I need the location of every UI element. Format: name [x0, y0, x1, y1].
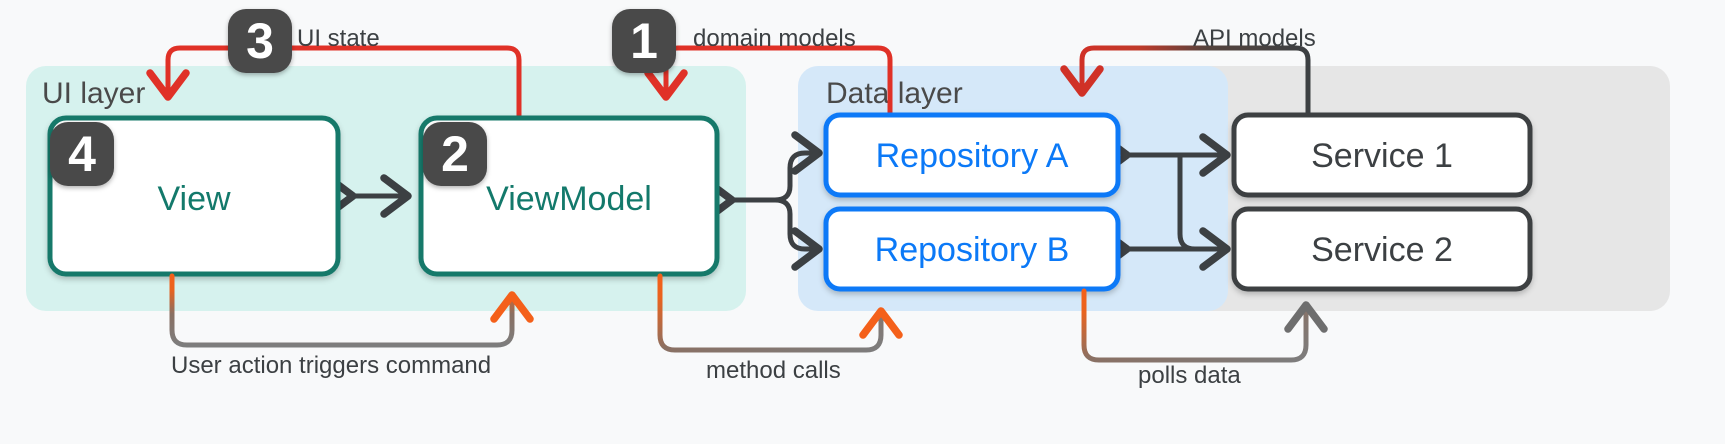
step-badge-3-number: 3	[246, 13, 274, 69]
layer-title-ui: UI layer	[42, 77, 145, 110]
node-viewmodel-label: ViewModel	[486, 180, 652, 218]
node-repository-b[interactable]: Repository B	[823, 206, 1121, 292]
node-repository-a[interactable]: Repository A	[823, 112, 1121, 198]
node-service-2-label: Service 2	[1311, 231, 1453, 269]
step-badge-2: 2	[423, 122, 487, 186]
step-badge-1-number: 1	[630, 13, 658, 69]
edge-viewmodel-repositories	[704, 131, 823, 271]
node-view-label: View	[157, 180, 231, 218]
node-service-1-label: Service 1	[1311, 137, 1453, 175]
step-badge-2-number: 2	[441, 126, 469, 182]
node-service-1[interactable]: Service 1	[1231, 112, 1533, 198]
edge-label-ui-state: UI state	[297, 25, 380, 52]
edge-service-crosslink	[1177, 152, 1208, 252]
step-badge-3: 3	[228, 9, 292, 73]
node-service-2[interactable]: Service 2	[1231, 206, 1533, 292]
node-repository-b-label: Repository B	[875, 231, 1070, 269]
edge-label-polls-data: polls data	[1138, 362, 1241, 389]
edge-polls-data	[1081, 288, 1328, 363]
edge-label-method-calls: method calls	[706, 357, 841, 384]
edge-ui-state	[146, 45, 522, 121]
node-viewmodel[interactable]: ViewModel	[418, 115, 720, 277]
node-repository-a-label: Repository A	[876, 137, 1069, 175]
edge-label-api-models: API models	[1193, 25, 1316, 52]
step-badge-4: 4	[50, 122, 114, 186]
layer-title-data: Data layer	[826, 77, 963, 110]
step-badge-1: 1	[612, 9, 676, 73]
edge-label-domain-models: domain models	[693, 25, 856, 52]
node-view[interactable]: View	[47, 115, 341, 277]
edge-user-action	[169, 273, 534, 348]
edge-method-calls	[657, 273, 903, 353]
step-badge-4-number: 4	[68, 126, 96, 182]
edge-api-models	[1060, 45, 1311, 118]
edge-label-user-action: User action triggers command	[171, 352, 491, 379]
